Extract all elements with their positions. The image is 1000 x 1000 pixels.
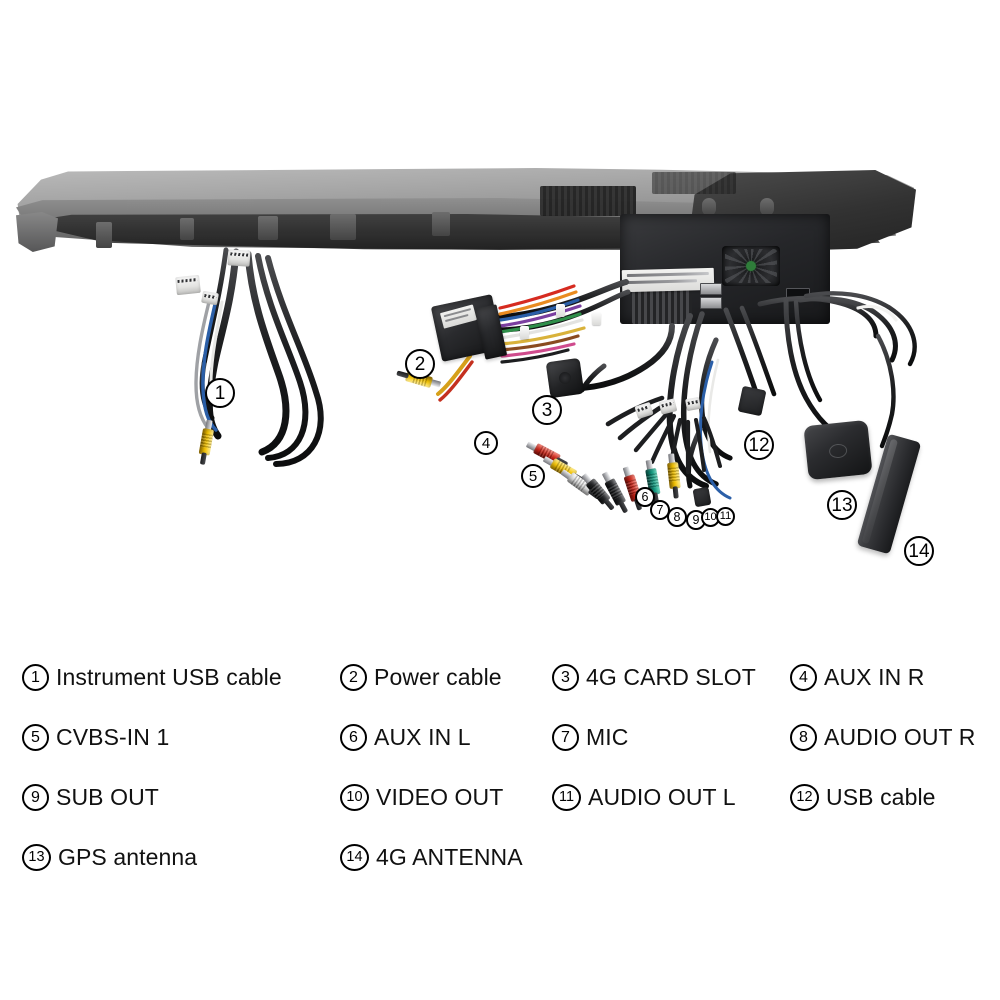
callout-marker-13: 13	[827, 490, 857, 520]
trim-rib	[702, 198, 716, 216]
legend-number: 2	[340, 664, 367, 691]
legend-label: SUB OUT	[56, 784, 159, 810]
trim-rib	[432, 212, 450, 236]
legend-number: 11	[552, 784, 581, 811]
legend-label: VIDEO OUT	[376, 784, 504, 810]
legend-item-4: 4 AUX IN R	[790, 664, 924, 691]
dashboard-trim-left-tab	[16, 212, 58, 252]
callout-marker-1: 1	[205, 378, 235, 408]
legend-label: Instrument USB cable	[56, 664, 282, 690]
trim-rib	[330, 214, 356, 240]
legend-number: 1	[22, 664, 49, 691]
legend-item-11: 11 AUDIO OUT L	[552, 784, 736, 811]
legend-number: 6	[340, 724, 367, 751]
legend-label: MIC	[586, 724, 629, 750]
legend-label: AUX IN R	[824, 664, 925, 690]
legend-number: 5	[22, 724, 49, 751]
cooling-fan	[722, 246, 780, 286]
legend-label: 4G CARD SLOT	[586, 664, 756, 690]
canbus-box-label	[439, 304, 477, 329]
legend-item-3: 3 4G CARD SLOT	[552, 664, 756, 691]
callout-marker-14: 14	[904, 536, 934, 566]
callout-marker-4: 4	[474, 431, 498, 455]
callout-marker-6: 6	[635, 487, 655, 507]
trim-vent	[652, 172, 736, 194]
legend-item-14: 14 4G ANTENNA	[340, 844, 523, 871]
legend-label: AUX IN L	[374, 724, 471, 750]
legend-number: 13	[22, 844, 51, 871]
legend-number: 3	[552, 664, 579, 691]
callout-marker-2: 2	[405, 349, 435, 379]
legend-number: 12	[790, 784, 819, 811]
legend-number: 7	[552, 724, 579, 751]
cable-tie	[556, 304, 565, 317]
callout-marker-5: 5	[521, 464, 545, 488]
legend-label: Power cable	[374, 664, 502, 690]
legend-label: USB cable	[826, 784, 936, 810]
legend-list: 1 Instrument USB cable 2 Power cable 3 4G CAR…	[0, 620, 1000, 1000]
legend-item-10: 10 VIDEO OUT	[340, 784, 503, 811]
legend-label: CVBS-IN 1	[56, 724, 170, 750]
usb-port	[700, 297, 722, 309]
cable-harness-illustration	[194, 247, 917, 500]
cable-tie	[592, 312, 601, 325]
legend-item-7: 7 MIC	[552, 724, 628, 751]
legend-number: 10	[340, 784, 369, 811]
instrument-cable-plug	[175, 274, 201, 296]
4g-card-slot-module	[545, 357, 585, 399]
legend-item-8: 8 AUDIO OUT R	[790, 724, 975, 751]
callout-marker-12: 12	[744, 430, 774, 460]
usb-port	[700, 283, 722, 295]
legend-item-5: 5 CVBS-IN 1	[22, 724, 169, 751]
legend-item-9: 9 SUB OUT	[22, 784, 159, 811]
trim-rib	[96, 222, 112, 248]
trim-rib	[258, 216, 278, 240]
gps-antenna-puck	[803, 419, 873, 481]
legend-label: GPS antenna	[58, 844, 198, 870]
legend-number: 8	[790, 724, 817, 751]
legend-item-13: 13 GPS antenna	[22, 844, 197, 871]
legend-item-2: 2 Power cable	[340, 664, 502, 691]
legend-item-1: 1 Instrument USB cable	[22, 664, 282, 691]
trim-rib	[180, 218, 194, 240]
legend-label: 4G ANTENNA	[376, 844, 523, 870]
usb-cable-plug-b	[692, 486, 712, 508]
legend-label: AUDIO OUT R	[824, 724, 976, 750]
legend-item-6: 6 AUX IN L	[340, 724, 471, 751]
legend-item-12: 12 USB cable	[790, 784, 936, 811]
trim-vent	[540, 186, 636, 216]
callout-marker-8: 8	[667, 507, 687, 527]
cable-tag	[685, 396, 701, 412]
legend-label: AUDIO OUT L	[588, 784, 736, 810]
legend-number: 9	[22, 784, 49, 811]
callout-marker-3: 3	[532, 395, 562, 425]
legend-number: 4	[790, 664, 817, 691]
callout-marker-11: 11	[716, 507, 735, 526]
instrument-cable-plug-small	[201, 290, 219, 306]
harness-plug	[227, 249, 251, 267]
trim-rib	[760, 198, 774, 216]
cable-tie	[520, 326, 529, 339]
legend-number: 14	[340, 844, 369, 871]
